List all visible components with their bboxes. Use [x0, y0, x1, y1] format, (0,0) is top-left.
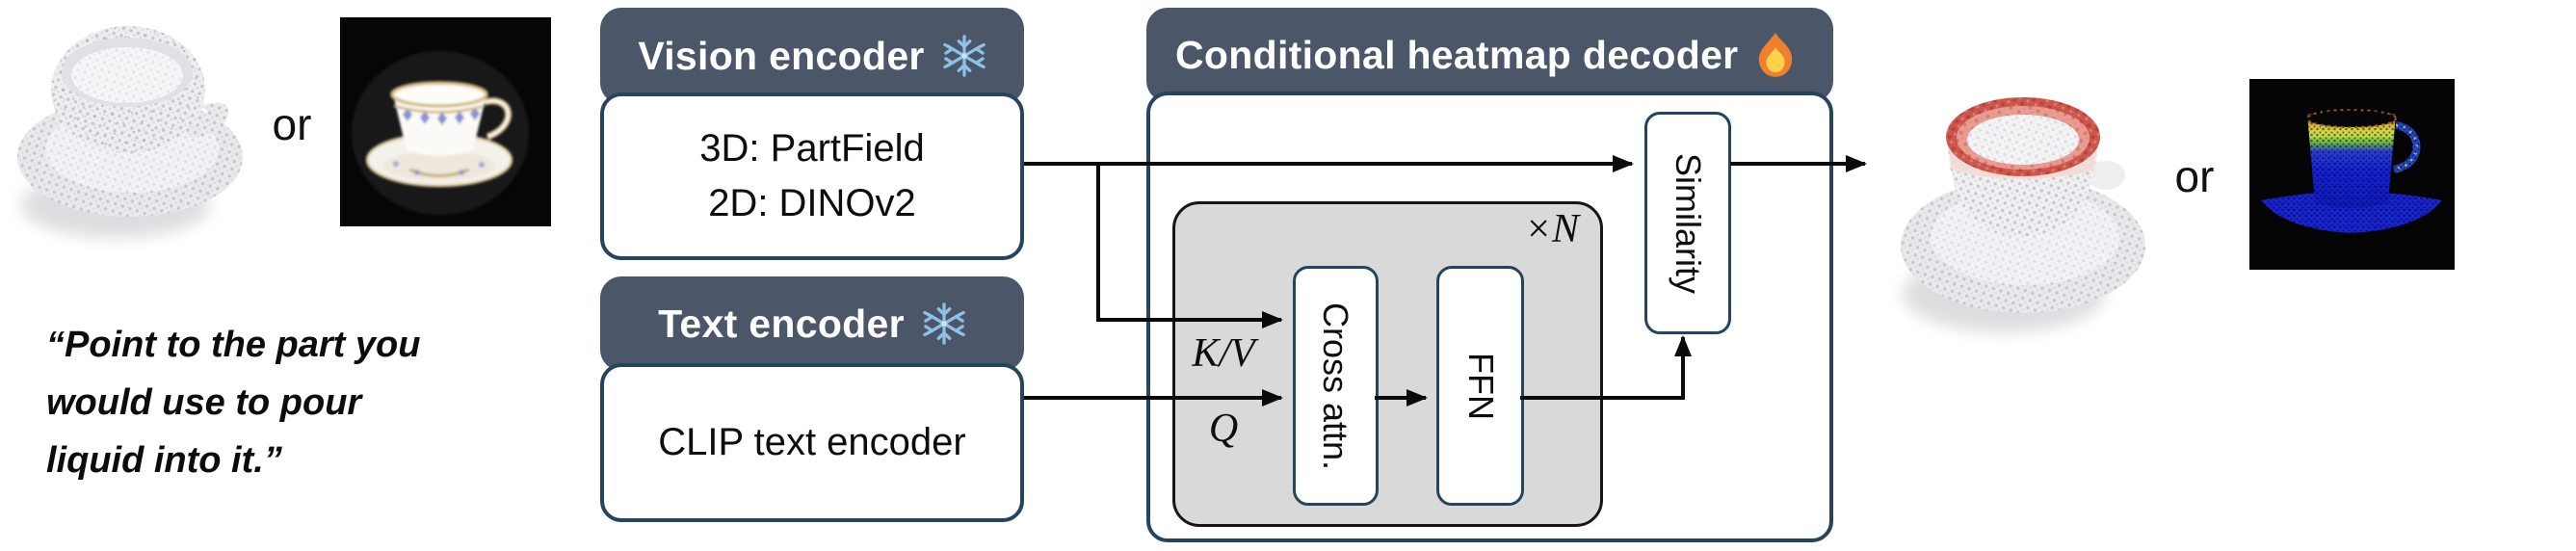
vision-encoder-2d-line: 2D: DINOv2	[708, 182, 916, 224]
text-encoder-body: CLIP text encoder	[600, 363, 1024, 522]
q-label: Q	[1208, 407, 1239, 451]
cross-attention-label: Cross attn.	[1316, 302, 1356, 470]
vision-encoder-3d-line: 3D: PartField	[699, 127, 925, 170]
text-encoder-panel: Text encoder CLIP text encoder	[600, 276, 1024, 522]
text-encoder-header: Text encoder	[600, 276, 1024, 371]
repeat-count-label: ×N	[1524, 207, 1579, 251]
left-or-label: or	[272, 99, 312, 149]
text-encoder-title: Text encoder	[658, 301, 905, 346]
heatmap-decoder-body: ×N K/V Q Cross attn. FFN Similarity	[1146, 92, 1833, 542]
ffn-block: FFN	[1436, 266, 1524, 506]
heatmap-decoder-title: Conditional heatmap decoder	[1175, 32, 1739, 77]
heatmap-decoder-header: Conditional heatmap decoder	[1146, 8, 1833, 102]
snowflake-icon	[923, 302, 965, 345]
output-2d-heatmap-image	[2249, 79, 2455, 270]
quote-line-1: “Point to the part you	[46, 325, 421, 365]
clip-text-encoder-label: CLIP text encoder	[658, 421, 966, 463]
quote-line-3: liquid into it.”	[46, 440, 282, 481]
heatmap-decoder-panel: Conditional heatmap decoder ×N K/V Q Cro…	[1146, 8, 1833, 542]
similarity-block: Similarity	[1644, 112, 1731, 334]
output-3d-heatmap-cup	[1901, 97, 2145, 332]
input-2d-image	[340, 17, 551, 226]
text-prompt-quote: “Point to the part you would use to pour…	[46, 316, 451, 489]
ffn-label: FFN	[1460, 352, 1501, 420]
right-or-label: or	[2174, 151, 2215, 201]
vision-encoder-panel: Vision encoder 3D: PartField 2D: DINOv2	[600, 8, 1024, 260]
vision-encoder-body: 3D: PartField 2D: DINOv2	[600, 92, 1024, 260]
input-3d-pointcloud-cup	[17, 26, 243, 238]
vision-encoder-header: Vision encoder	[600, 8, 1024, 104]
flame-icon	[1759, 33, 1793, 77]
vision-encoder-title: Vision encoder	[638, 33, 925, 78]
cross-attention-block: Cross attn.	[1293, 266, 1379, 506]
kv-label: K/V	[1192, 331, 1255, 376]
snowflake-icon	[942, 35, 986, 77]
quote-line-2: would use to pour	[46, 382, 362, 423]
similarity-label: Similarity	[1669, 152, 1709, 294]
